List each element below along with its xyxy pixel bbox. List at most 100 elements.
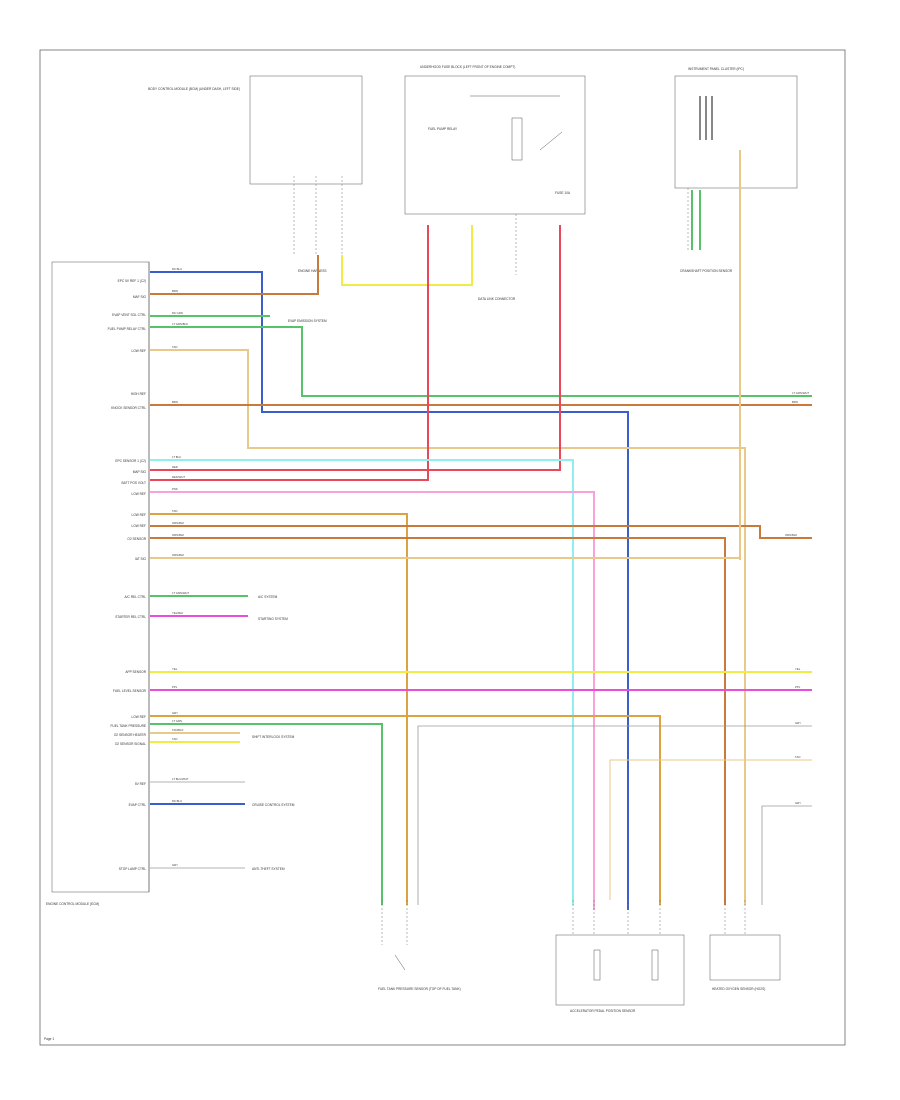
ref-cruise: CRUISE CONTROL SYSTEM bbox=[252, 803, 295, 807]
o2-sensor-box bbox=[709, 934, 781, 981]
wire-label: RED/WHT bbox=[172, 475, 185, 479]
wire-label: YEL bbox=[172, 667, 178, 671]
bcm-label: BODY CONTROL MODULE (BCM) (UNDER DASH, L… bbox=[148, 87, 240, 91]
pin-label: KNOCK SENSOR CTRL bbox=[111, 406, 146, 410]
wires bbox=[150, 150, 812, 910]
wire-label: GRY bbox=[172, 863, 178, 867]
pin-label: FUEL TANK PRESSURE bbox=[110, 724, 146, 728]
wire-label: PPL bbox=[172, 685, 178, 689]
wire-tan-5 bbox=[609, 759, 812, 900]
ipc-label: INSTRUMENT PANEL CLUSTER (IPC) bbox=[688, 67, 744, 71]
page-id: Page 1 bbox=[44, 1037, 54, 1041]
bottom-connectors bbox=[381, 900, 746, 945]
pin-label: A/C REL CTRL bbox=[125, 595, 147, 599]
pin-label: BATT POS VOLT bbox=[122, 481, 146, 485]
pin-label: LOW REF bbox=[131, 715, 146, 719]
ecm-title: ENGINE CONTROL MODULE (ECM) bbox=[46, 902, 99, 906]
wire-blue-1 bbox=[150, 271, 629, 910]
data-link-label: DATA LINK CONNECTOR bbox=[478, 297, 516, 301]
pin-label: APP SENSOR bbox=[125, 670, 146, 674]
ecm-box bbox=[51, 261, 150, 893]
pin-label: LOW REF bbox=[131, 524, 146, 528]
pin-label: EVAP VENT SOL CTRL bbox=[112, 313, 146, 317]
pin-label: MAP SIG bbox=[133, 470, 147, 474]
wire-red-1 bbox=[150, 225, 429, 481]
engine-harness-label: ENGINE HARNESS bbox=[298, 269, 327, 273]
crank-sensor-label: CRANKSHAFT POSITION SENSOR bbox=[680, 269, 733, 273]
pin-label: EPC SENSOR 1 (C2) bbox=[115, 459, 146, 463]
pin-label: O2 SENSOR SIGNAL bbox=[115, 742, 146, 746]
accel-pedal-res-1 bbox=[593, 949, 601, 981]
right-label: GRY bbox=[795, 801, 801, 805]
ref-antitheft: ANTI-THEFT SYSTEM bbox=[252, 867, 285, 871]
pin-label: O2 SENSOR HEATER bbox=[114, 733, 147, 737]
wire-label: LT GRN/WHT bbox=[172, 591, 189, 595]
accel-pedal-res-2 bbox=[651, 949, 659, 981]
wire-label: YEL/BLK bbox=[172, 611, 183, 615]
o2-sensor-label: HEATED OXYGEN SENSOR (HO2S) bbox=[712, 987, 765, 991]
wire-label: ORN/BLK bbox=[172, 553, 184, 557]
ref-shift: SHIFT INTERLOCK SYSTEM bbox=[252, 735, 295, 739]
pin-label: LOW REF bbox=[131, 513, 146, 517]
pin-label: O2 SENSOR bbox=[127, 537, 146, 541]
wire-label: BRN bbox=[172, 400, 178, 404]
wire-tan-1 bbox=[150, 349, 746, 905]
right-edge-labels: LT GRN/WHT BRN ORN/BLK YEL PPL GRY TAN G… bbox=[785, 391, 809, 805]
wire-yellow-1 bbox=[341, 225, 473, 286]
accel-pedal-label: ACCELERATOR PEDAL POSITION SENSOR bbox=[570, 1009, 636, 1013]
wire-orange-2 bbox=[150, 525, 812, 539]
right-label: LT GRN/WHT bbox=[792, 391, 809, 395]
wire-brown-1 bbox=[150, 255, 319, 295]
right-label: BRN bbox=[792, 400, 798, 404]
wire-red-2 bbox=[150, 225, 561, 471]
wire-gray-4 bbox=[761, 805, 812, 905]
pin-label: MAF SIG bbox=[133, 295, 147, 299]
right-label: PPL bbox=[795, 685, 801, 689]
wire-label: RED bbox=[172, 465, 178, 469]
wire-tan-3 bbox=[150, 715, 661, 905]
relay-coil bbox=[511, 117, 523, 161]
right-label: ORN/BLK bbox=[785, 533, 797, 537]
wire-label: TAN/BLK bbox=[172, 728, 184, 732]
pin-label: 5V REF bbox=[135, 782, 146, 786]
right-label: GRY bbox=[795, 721, 801, 725]
fuse-block-box bbox=[404, 75, 586, 215]
wire-label: DK BLU bbox=[172, 267, 182, 271]
wire-orange-1 bbox=[150, 513, 408, 905]
pin-label: LOW REF bbox=[131, 492, 146, 496]
pin-label: EPC 5V REF 1 (C2) bbox=[118, 279, 146, 283]
wire-label: PNK bbox=[172, 487, 178, 491]
wire-label: ORN/BLK bbox=[172, 521, 184, 525]
wire-label: BRN bbox=[172, 289, 178, 293]
wire-green-2 bbox=[150, 326, 812, 397]
wire-gray-3 bbox=[417, 725, 812, 905]
wire-label: TAN bbox=[172, 737, 177, 741]
pin-label: FUEL PUMP RELAY CTRL bbox=[108, 327, 147, 331]
right-label: YEL bbox=[795, 667, 801, 671]
fuse-label: FUSE 10A bbox=[555, 191, 571, 195]
top-connectors bbox=[293, 176, 689, 275]
right-label: TAN bbox=[795, 755, 800, 759]
wire-label: LT BLU/WHT bbox=[172, 777, 189, 781]
fuel-tank-sensor-label: FUEL TANK PRESSURE SENSOR (TOP OF FUEL T… bbox=[378, 987, 461, 991]
ref-evap: EVAP EMISSION SYSTEM bbox=[288, 319, 327, 323]
fuse-block-label: UNDERHOOD FUSE BLOCK (LEFT FRONT OF ENGI… bbox=[420, 65, 515, 69]
wire-label: DK GRN bbox=[172, 311, 183, 315]
wire-label: TAN bbox=[172, 345, 177, 349]
wire-cyan-1 bbox=[150, 459, 574, 905]
pin-label: IAT SIG bbox=[135, 557, 147, 561]
wire-label: ORN/BLK bbox=[172, 533, 184, 537]
wire-label: LT BLU bbox=[172, 455, 181, 459]
wire-pink-1 bbox=[150, 491, 595, 910]
wire-labels: DK BLU BRN DK GRN LT GRN/BLK TAN BRN LT … bbox=[172, 267, 189, 867]
ecm-pin-labels: EPC 5V REF 1 (C2) MAF SIG EVAP VENT SOL … bbox=[108, 279, 147, 871]
wire-label: TAN bbox=[172, 509, 177, 513]
wire-green-4 bbox=[150, 723, 383, 905]
wire-label: LT GRN/BLK bbox=[172, 322, 188, 326]
wire-label: GRY bbox=[172, 711, 178, 715]
system-refs: EVAP EMISSION SYSTEM A/C SYSTEM STARTING… bbox=[252, 319, 327, 871]
pin-label: STARTER REL CTRL bbox=[115, 615, 146, 619]
wire-orange-3 bbox=[150, 537, 726, 905]
ref-starting: STARTING SYSTEM bbox=[258, 617, 288, 621]
